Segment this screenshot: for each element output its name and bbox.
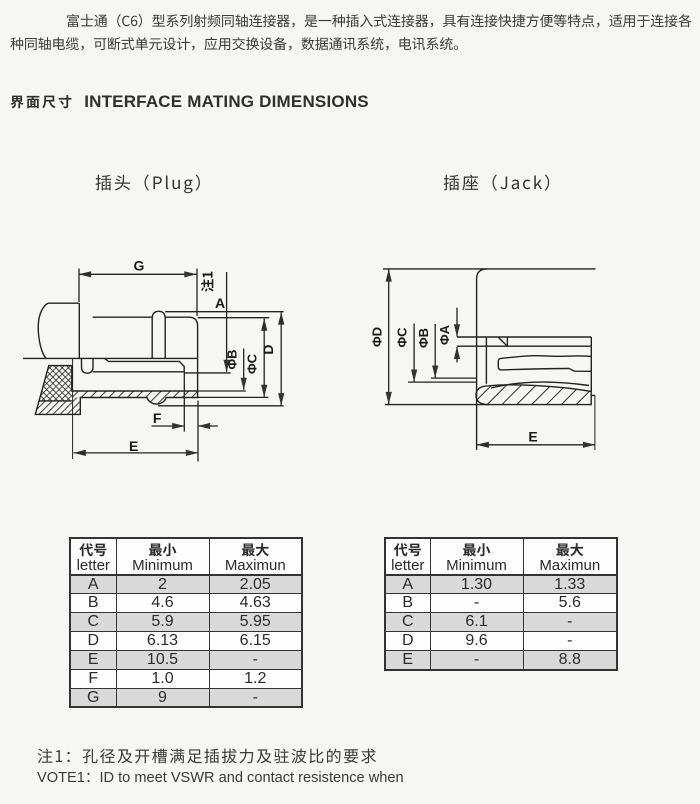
svg-text:ΦA: ΦA xyxy=(437,324,452,345)
svg-text:A: A xyxy=(215,295,225,311)
svg-text:E: E xyxy=(129,438,138,454)
svg-text:注1: 注1 xyxy=(197,271,217,292)
svg-text:ΦB: ΦB xyxy=(225,349,240,369)
svg-text:ΦC: ΦC xyxy=(245,353,260,374)
svg-text:ΦD: ΦD xyxy=(370,327,385,347)
svg-text:E: E xyxy=(528,429,537,445)
svg-text:G: G xyxy=(134,258,145,274)
svg-text:F: F xyxy=(153,410,162,426)
svg-text:ΦB: ΦB xyxy=(416,328,431,348)
svg-text:D: D xyxy=(260,344,276,354)
svg-text:ΦC: ΦC xyxy=(395,327,410,348)
